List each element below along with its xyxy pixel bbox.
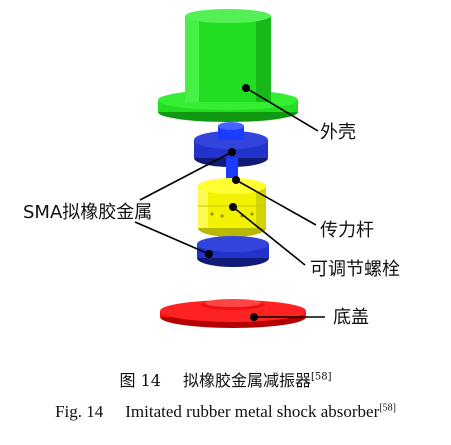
caption-cn-title: 拟橡胶金属减振器 (182, 371, 311, 390)
caption-en-ref: [58] (379, 402, 396, 414)
bottom-cover-part (160, 299, 306, 328)
label-sma-rubber: SMA拟橡胶金属 (23, 202, 152, 223)
caption-en-title: Imitated rubber metal shock absorber (125, 402, 380, 421)
shell-part (158, 9, 298, 122)
caption-cn-number: 图 14 (119, 371, 161, 390)
caption-cn-ref: [58] (310, 371, 332, 383)
shock-absorber-diagram: 外壳 SMA拟橡胶金属 传力杆 可调节螺栓 底盖 (23, 9, 400, 328)
label-bottom-cover: 底盖 (333, 307, 369, 328)
caption-en-number: Fig. 14 (55, 402, 104, 421)
leader-dots (205, 84, 258, 321)
lower-sma-ring (197, 236, 269, 267)
label-adjust-bolt: 可调节螺栓 (310, 259, 400, 280)
caption-chinese: 图 14 拟橡胶金属减振器[58] (0, 367, 451, 391)
label-force-rod: 传力杆 (320, 220, 374, 241)
label-shell: 外壳 (320, 122, 356, 143)
caption-english: Fig. 14 Imitated rubber metal shock absor… (0, 402, 451, 422)
leader-lines (134, 87, 325, 318)
